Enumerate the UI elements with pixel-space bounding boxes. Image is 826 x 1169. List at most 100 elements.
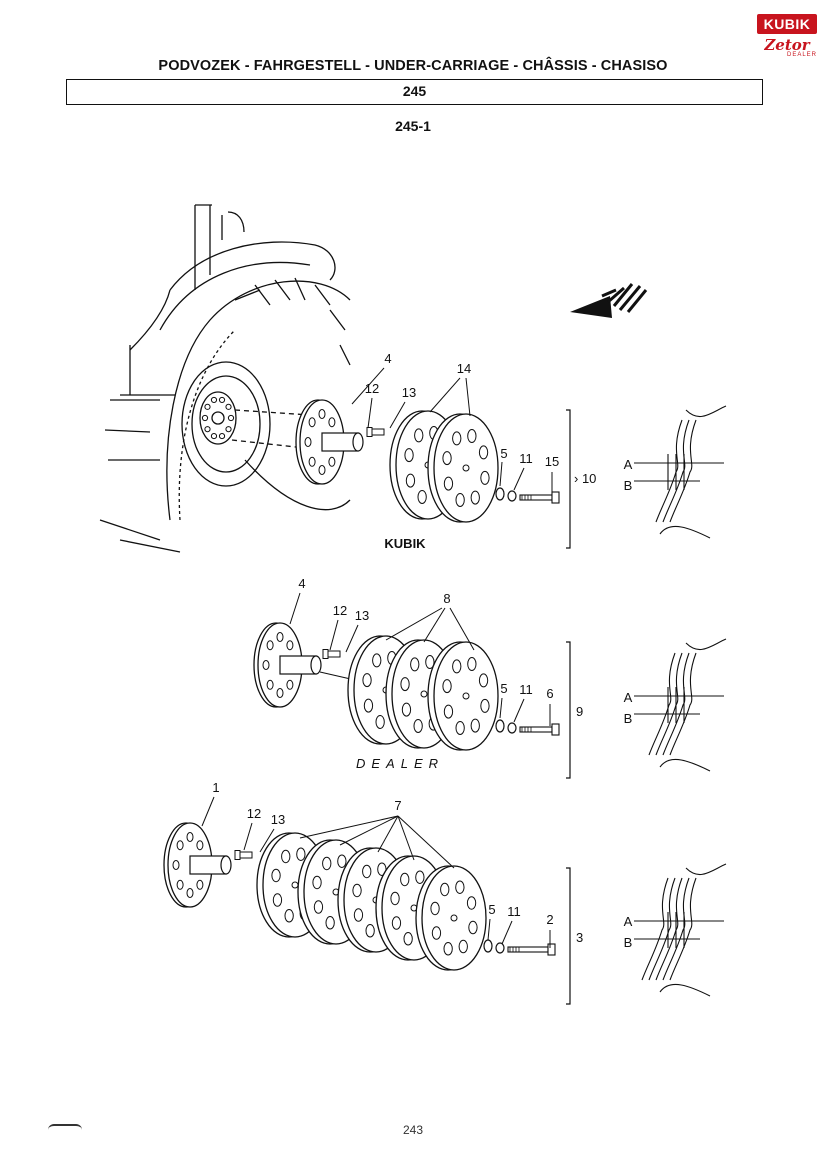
callout-set: 3: [576, 930, 583, 945]
leader-line: [351, 367, 385, 405]
leader-line: [339, 815, 399, 846]
callout-hub: 4: [298, 576, 305, 591]
leader-line: [367, 397, 373, 429]
wheel-bolt-hole: [227, 414, 235, 422]
detail-middle: [634, 638, 727, 772]
callout-bolt: 15: [545, 454, 559, 469]
page-corner-mark: [48, 1124, 82, 1136]
logo-partner: Zetor: [764, 36, 810, 54]
callout-nut: 11: [507, 904, 521, 919]
detail-label-a: A: [624, 914, 633, 929]
disc-hole: [325, 916, 335, 930]
disc-hole: [443, 942, 453, 956]
assembly-top: [295, 399, 560, 523]
detail-label-a: A: [624, 457, 633, 472]
disc-hole: [440, 882, 450, 897]
wheel-hub: [253, 622, 322, 708]
disc-hole: [352, 883, 362, 898]
disc-hole: [281, 849, 291, 864]
detail-label-a: A: [624, 690, 633, 705]
detail-label-b: B: [624, 478, 633, 493]
leader-line: [389, 401, 406, 429]
tyre-section-details: [634, 405, 727, 997]
disc-hole: [375, 715, 385, 729]
leader-line: [289, 592, 301, 625]
disc-hole: [271, 868, 281, 883]
screw: [366, 427, 385, 437]
disc-hole: [391, 916, 402, 930]
leader-line: [499, 461, 503, 487]
disc-hole: [478, 445, 489, 460]
disc-hole: [455, 721, 465, 735]
disc-hole: [362, 673, 372, 688]
disc-hole: [467, 429, 477, 443]
leader-line: [501, 920, 513, 945]
callout-nut: 11: [519, 451, 533, 466]
disc-hole: [272, 893, 283, 907]
disc-hole: [430, 901, 440, 916]
leader-line: [429, 377, 461, 413]
assembly-bracket-middle: [566, 641, 571, 779]
assembly-bracket-top: [566, 409, 571, 549]
wheel-bolt-hole: [210, 432, 218, 440]
disc-hole: [400, 677, 410, 692]
wheel-bolt-hole: [225, 403, 232, 410]
callout-screw-13: 13: [402, 385, 416, 400]
wheel-bolt-hole: [204, 426, 211, 433]
callout-set: › 10: [574, 471, 596, 486]
disc-hole: [467, 657, 477, 671]
disc-hole: [478, 673, 489, 688]
disc-hole: [404, 448, 414, 463]
callout-hub: 1: [212, 780, 219, 795]
direction-arrow: [570, 283, 648, 318]
disc-hole: [414, 428, 424, 443]
callout-screw-12: 12: [247, 806, 261, 821]
callout-set: 9: [576, 704, 583, 719]
leader-line: [329, 619, 339, 651]
disc-hole: [403, 932, 413, 946]
leader-line: [201, 796, 215, 827]
leader-line: [259, 828, 275, 853]
callout-screw-13: 13: [271, 812, 285, 827]
detail-label-b: B: [624, 711, 633, 726]
bolt-washer-nut: [483, 939, 556, 956]
callout-weights: 7: [394, 798, 401, 813]
screw: [234, 850, 253, 860]
disc-hole: [431, 926, 442, 940]
leader-line: [513, 698, 525, 723]
assembly-bracket-bottom: [566, 867, 571, 1005]
disc-hole: [365, 924, 375, 938]
callout-nut: 11: [519, 682, 533, 697]
disc-hole: [390, 891, 400, 906]
logo-sub: DEALER: [786, 52, 817, 58]
disc-hole: [312, 875, 322, 890]
leader-line: [449, 607, 475, 651]
section-number: 245: [66, 79, 763, 105]
callout-screw-12: 12: [365, 381, 379, 396]
disc-hole: [443, 476, 454, 491]
screw: [322, 649, 341, 659]
callout-hub: 4: [384, 351, 391, 366]
disc-hole: [466, 896, 477, 910]
wheel-hub: [163, 822, 232, 908]
disc-hole: [442, 451, 452, 466]
disc-hole: [425, 655, 435, 669]
disc-hole: [415, 870, 425, 884]
disc-hole: [455, 880, 465, 894]
disc-hole: [337, 854, 347, 868]
bolt-washer-nut: [495, 487, 560, 504]
disc-hole: [468, 920, 478, 935]
wheel-bolt-pattern: [201, 396, 235, 440]
wheel-bolt-hole: [225, 426, 232, 433]
callout-washer: 5: [488, 902, 495, 917]
leader-line: [397, 815, 455, 869]
leader-line: [397, 815, 415, 861]
disc-hole: [452, 431, 462, 446]
callout-bolt: 6: [546, 686, 553, 701]
leader-line: [345, 624, 359, 653]
brand-logo: KUBIK Zetor DEALER: [757, 14, 817, 66]
subsection-number: 245-1: [395, 118, 431, 134]
disc-hole: [353, 908, 364, 922]
